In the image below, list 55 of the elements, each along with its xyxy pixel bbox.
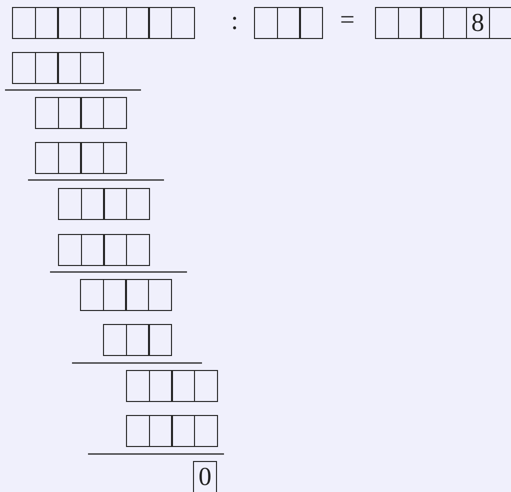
empty-digit-box: [58, 234, 82, 266]
empty-digit-box: [125, 279, 150, 311]
empty-digit-box: [80, 52, 104, 84]
empty-digit-box: [12, 52, 36, 84]
empty-digit-box: [171, 370, 196, 402]
empty-digit-box: [58, 142, 82, 174]
empty-digit-box: [194, 370, 218, 402]
empty-digit-box: [148, 324, 172, 356]
empty-digit-box: [80, 234, 105, 266]
empty-digit-box: [443, 7, 468, 39]
empty-digit-box: [194, 415, 218, 447]
empty-digit-box: [103, 234, 128, 266]
empty-digit-box: [420, 7, 444, 39]
empty-digit-box: [488, 7, 511, 39]
digit-cell: 0: [193, 461, 217, 492]
empty-digit-box: [103, 324, 127, 356]
empty-digit-box: [57, 52, 82, 84]
empty-digit-box: [276, 7, 301, 39]
empty-digit-box: [102, 7, 127, 39]
empty-digit-box: [35, 142, 59, 174]
empty-digit-box: [80, 279, 104, 311]
operator-sign: =: [340, 5, 355, 35]
empty-digit-box: [35, 97, 59, 129]
empty-digit-box: [148, 279, 172, 311]
empty-digit-box: [57, 7, 82, 39]
empty-digit-box: [103, 97, 128, 129]
empty-digit-box: [80, 97, 104, 129]
empty-digit-box: [170, 7, 195, 39]
empty-digit-box: [254, 7, 278, 39]
empty-digit-box: [126, 415, 150, 447]
empty-digit-box: [58, 188, 82, 220]
empty-digit-box: [148, 415, 173, 447]
empty-digit-box: [80, 188, 105, 220]
empty-digit-box: [58, 97, 82, 129]
empty-digit-box: [103, 188, 128, 220]
digit-cell: 8: [466, 7, 490, 39]
empty-digit-box: [126, 7, 150, 39]
empty-digit-box: [12, 7, 36, 39]
empty-digit-box: [34, 52, 59, 84]
empty-digit-box: [375, 7, 399, 39]
empty-digit-box: [80, 142, 104, 174]
empty-digit-box: [398, 7, 422, 39]
empty-digit-box: [171, 415, 196, 447]
empty-digit-box: [126, 370, 150, 402]
empty-digit-box: [148, 370, 173, 402]
empty-digit-box: [126, 324, 150, 356]
empty-digit-box: [34, 7, 59, 39]
empty-digit-box: [126, 234, 150, 266]
empty-digit-box: [126, 188, 150, 220]
empty-digit-box: [102, 279, 127, 311]
empty-digit-box: [80, 7, 104, 39]
empty-digit-box: [103, 142, 128, 174]
operator-sign: :: [231, 6, 238, 36]
empty-digit-box: [299, 7, 324, 39]
empty-digit-box: [148, 7, 172, 39]
